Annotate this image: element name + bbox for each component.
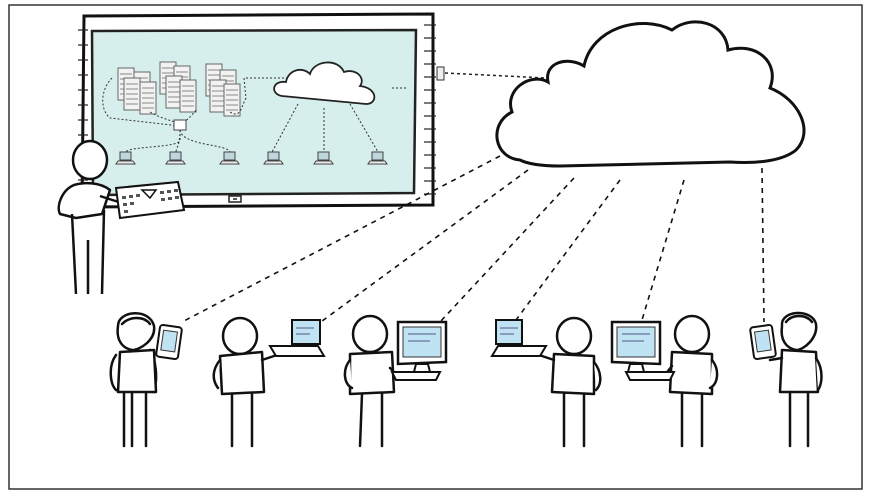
board-to-cloud-link (444, 72, 547, 79)
laptop-icon (268, 319, 326, 357)
whiteboard (78, 12, 445, 209)
user-figure-5 (662, 314, 719, 448)
cloud-icon (495, 20, 806, 168)
tablet-icon (749, 324, 777, 360)
laptop-icon (490, 319, 548, 357)
user-figure-1 (109, 312, 158, 448)
image-border (8, 4, 863, 490)
tablet-icon (155, 324, 183, 360)
user-figure-3 (343, 314, 402, 448)
desktop-monitor-icon (610, 320, 676, 381)
desktop-monitor-icon (390, 320, 448, 381)
whiteboard-logo-icon (228, 195, 242, 203)
router-icon (173, 119, 187, 131)
user-figure-2 (212, 316, 282, 448)
user-figure-6 (768, 311, 823, 448)
board-cloud-icon (273, 61, 376, 105)
keyboard-icon (114, 180, 186, 220)
user-figure-4 (534, 316, 602, 448)
whiteboard-port (436, 66, 445, 81)
cloud-connection-lines (181, 155, 765, 325)
presenter-figure (57, 139, 135, 295)
